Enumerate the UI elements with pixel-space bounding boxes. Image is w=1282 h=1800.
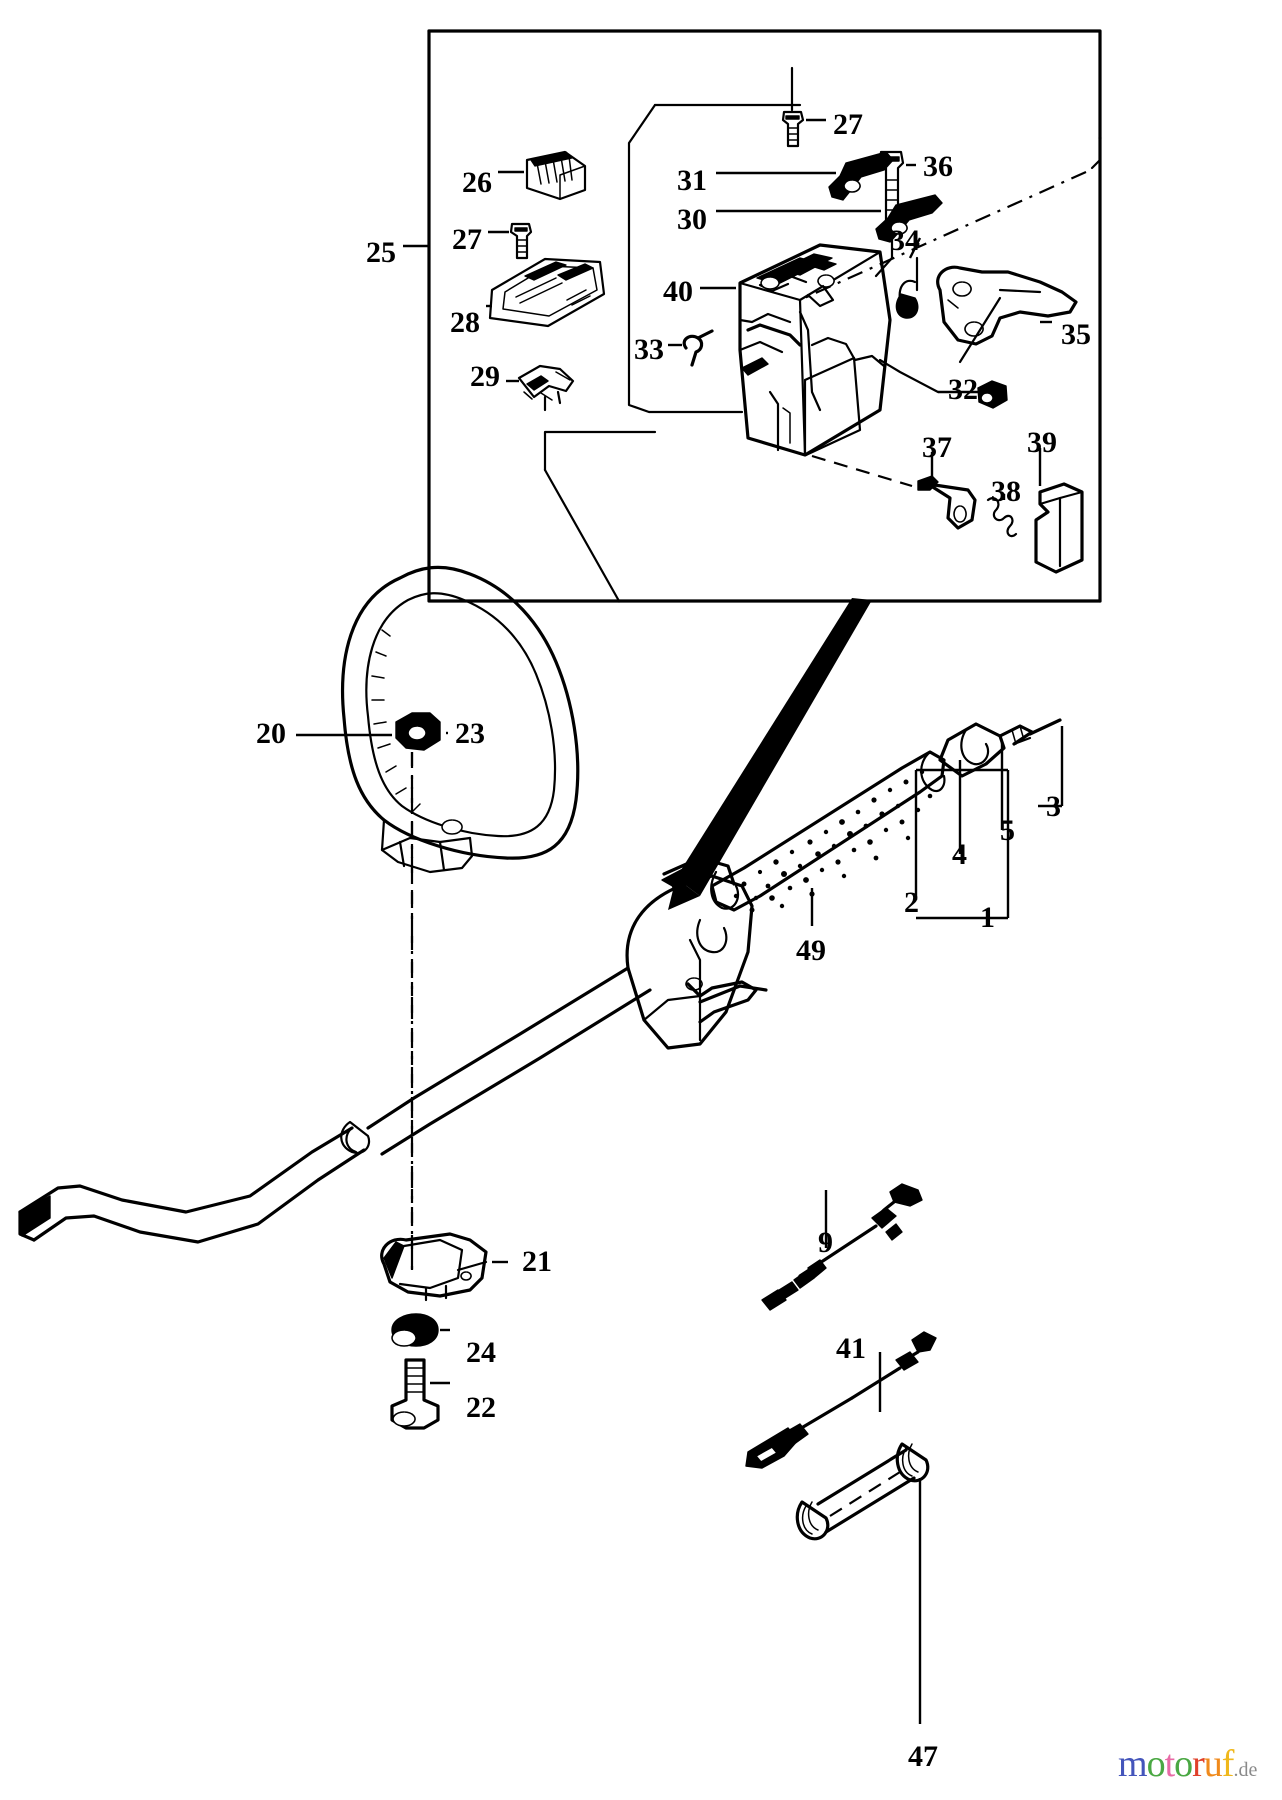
callout-9: 9 bbox=[818, 1226, 833, 1259]
part-22-bolt bbox=[390, 1358, 450, 1430]
installed-throttle-assembly bbox=[625, 598, 872, 1050]
part-20-loop-handle bbox=[296, 565, 580, 874]
callout-25: 25 bbox=[366, 236, 396, 269]
callout-22: 22 bbox=[466, 1391, 496, 1424]
part-24-washer bbox=[391, 1313, 450, 1347]
part-27b-screw bbox=[781, 66, 826, 148]
part-37-pin bbox=[811, 452, 977, 530]
callout-5: 5 bbox=[1000, 814, 1015, 847]
part-31-lever-link bbox=[716, 151, 894, 201]
watermark-letter-f: f bbox=[1221, 1743, 1235, 1785]
callout-39: 39 bbox=[1027, 426, 1057, 459]
callout-3: 3 bbox=[1046, 790, 1061, 823]
callout-29: 29 bbox=[470, 360, 500, 393]
part-30-lever-link bbox=[716, 194, 943, 243]
callout-2: 2 bbox=[904, 886, 919, 919]
part-28-housing-plate bbox=[486, 257, 606, 328]
part-21-handle-bracket bbox=[380, 1232, 508, 1302]
callout-32: 32 bbox=[948, 373, 978, 406]
callout-27-upper-left: 27 bbox=[452, 223, 482, 256]
callout-27-upper-right: 27 bbox=[833, 108, 863, 141]
watermark-letter-o1: o bbox=[1146, 1743, 1166, 1785]
callout-23: 23 bbox=[455, 717, 485, 750]
callout-37: 37 bbox=[922, 431, 952, 464]
watermark-letter-u: u bbox=[1203, 1743, 1223, 1785]
callout-35: 35 bbox=[1061, 318, 1091, 351]
part-47-coupling bbox=[795, 1442, 930, 1724]
callout-49: 49 bbox=[796, 934, 826, 967]
part-33-wire-clip bbox=[668, 329, 714, 367]
callout-28: 28 bbox=[450, 306, 480, 339]
part-49-foam-grip bbox=[710, 750, 946, 926]
callout-30: 30 bbox=[677, 203, 707, 236]
watermark-letter-t: t bbox=[1164, 1743, 1176, 1785]
part-32-nut bbox=[878, 296, 1008, 409]
watermark-letter-m: m bbox=[1118, 1743, 1148, 1785]
part-40-throttle-housing bbox=[700, 243, 892, 457]
part-26-grip-pad bbox=[498, 150, 587, 201]
callout-24: 24 bbox=[466, 1336, 496, 1369]
watermark-motoruf: motoruf.de bbox=[1118, 1745, 1257, 1783]
callout-31: 31 bbox=[677, 164, 707, 197]
part-35-trigger-lever bbox=[936, 265, 1078, 346]
callout-40: 40 bbox=[663, 275, 693, 308]
callout-34: 34 bbox=[890, 224, 920, 257]
callout-38: 38 bbox=[991, 475, 1021, 508]
callout-1: 1 bbox=[980, 901, 995, 934]
part-41-ground-wire bbox=[745, 1331, 937, 1469]
callout-4: 4 bbox=[952, 838, 967, 871]
watermark-letter-r: r bbox=[1192, 1743, 1205, 1785]
drive-shaft-tube bbox=[18, 966, 652, 1244]
watermark-letter-o2: o bbox=[1174, 1743, 1193, 1785]
part-34-spring-plug bbox=[895, 237, 922, 319]
parts-1-5-bar-end bbox=[914, 718, 1064, 920]
callout-33: 33 bbox=[634, 333, 664, 366]
part-23-lock-nut bbox=[395, 712, 448, 1270]
callout-21: 21 bbox=[522, 1245, 552, 1278]
callout-36: 36 bbox=[923, 150, 953, 183]
part-9-throttle-cable bbox=[761, 1183, 923, 1311]
part-38-spring bbox=[986, 494, 1018, 538]
callout-41: 41 bbox=[836, 1332, 866, 1365]
part-39-boot bbox=[1034, 448, 1084, 574]
watermark-suffix: .de bbox=[1233, 1759, 1258, 1781]
part-27a-screw bbox=[488, 222, 533, 260]
callout-20: 20 bbox=[256, 717, 286, 750]
callout-47: 47 bbox=[908, 1740, 938, 1773]
part-29-clip bbox=[506, 364, 575, 412]
callout-26: 26 bbox=[462, 166, 492, 199]
